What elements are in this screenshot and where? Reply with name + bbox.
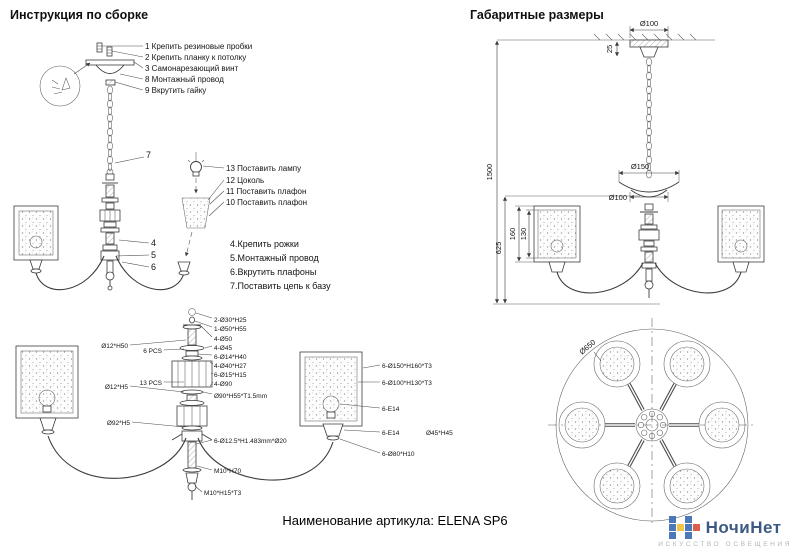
part-spec: Ø92*H5 — [107, 420, 131, 427]
part-spec: M10*H15*T3 — [204, 490, 242, 497]
part-spec: 1-Ø50*H55 — [214, 326, 247, 333]
part-spec: Ø12*H50 — [101, 343, 128, 350]
part-spec: 13 PCS — [140, 380, 163, 387]
part-spec: 6-Ø15*H15 — [214, 372, 247, 379]
shade-install-detail — [181, 152, 225, 257]
chain-ref-label: 7 — [146, 150, 151, 160]
brand-name: НочиНет — [705, 517, 782, 537]
part-spec: 6-Ø100*H130*T3 — [382, 380, 432, 387]
part-spec: Ø12*H5 — [105, 384, 129, 391]
dim-side-view — [493, 26, 765, 305]
step-label-11: 11 Поставить плафон — [226, 187, 306, 196]
step-label-13: 13 Поставить лампу — [226, 164, 301, 173]
part-spec: 6-Ø150*H160*T3 — [382, 363, 432, 370]
ref-label-4: 4 — [151, 238, 156, 248]
detail-magnifier-circle — [39, 62, 91, 107]
assembly-labels: 1 Крепить резиновые пробки 2 Крепить пла… — [145, 42, 331, 291]
step-label-8: 8 Монтажный провод — [145, 75, 224, 84]
dim-body-height: 625 — [494, 242, 503, 255]
chandelier-mid-view — [13, 168, 191, 291]
dim-shade-height: 160 — [508, 228, 517, 241]
dim-canopy-dia: Ø100 — [640, 19, 658, 28]
left-panel-title: Инструкция по сборке — [10, 8, 149, 22]
ceiling-mount-detail — [85, 42, 144, 91]
part-spec: 4-Ø50 — [214, 336, 232, 343]
article-caption: Наименование артикула: ELENA SP6 — [282, 513, 508, 528]
note-step-4: 4.Крепить рожки — [230, 239, 299, 249]
part-spec: M10*H70 — [214, 468, 241, 475]
note-step-7: 7.Поставить цепь к базу — [230, 281, 331, 291]
brand-logo — [668, 516, 700, 539]
note-step-5: 5.Монтажный провод — [230, 253, 319, 263]
part-spec: 4-Ø45 — [214, 345, 232, 352]
right-shade-exploded — [197, 351, 381, 481]
brand-tagline: ИСКУССТВО ОСВЕЩЕНИЯ — [658, 541, 792, 548]
part-spec: 6-Ø12.5*H1.483mm*Ø20 — [214, 438, 287, 445]
right-panel-title: Габаритные размеры — [470, 8, 604, 22]
step-label-10: 10 Поставить плафон — [226, 198, 307, 207]
step-label-9: 9 Вкрутить гайку — [145, 86, 206, 95]
dim-overall-height: 1500 — [485, 164, 494, 181]
part-spec: 4-Ø40*H27 — [214, 363, 247, 370]
part-spec: 6-E14 — [382, 406, 400, 413]
step-label-1: 1 Крепить резиновые пробки — [145, 42, 252, 51]
dim-bottom-view — [548, 318, 756, 524]
part-spec: 4-Ø90 — [214, 381, 232, 388]
chain-upper — [107, 85, 145, 172]
part-spec-labels: 2-Ø30*H25 1-Ø50*H55 4-Ø50 4-Ø45 6-Ø14*H4… — [101, 317, 453, 497]
part-spec: Ø45*H45 — [426, 430, 453, 437]
step-label-12: 12 Цоколь — [226, 176, 264, 185]
dim-canopy-offset: 25 — [605, 45, 614, 53]
ref-label-6: 6 — [151, 262, 156, 272]
part-spec: 6-Ø14*H40 — [214, 354, 247, 361]
left-shade-exploded — [15, 345, 187, 479]
part-spec: 6-Ø80*H10 — [382, 451, 415, 458]
step-label-3: 3 Самонарезающий винт — [145, 64, 239, 73]
note-step-6: 6.Вкрутить плафоны — [230, 267, 316, 277]
ref-label-5: 5 — [151, 250, 156, 260]
dim-top-dia: Ø150 — [631, 162, 649, 171]
dim-mid-dia: Ø100 — [609, 193, 627, 202]
part-spec: Ø90*H55*T1.5mm — [214, 393, 267, 400]
exploded-parts-view — [129, 308, 214, 500]
dim-shade-inner-height: 130 — [519, 228, 528, 241]
watermark: НочиНет ИСКУССТВО ОСВЕЩЕНИЯ — [658, 516, 792, 548]
step-label-2: 2 Крепить планку к потолку — [145, 53, 246, 62]
part-spec: 6 PCS — [143, 348, 162, 355]
part-spec: 6-E14 — [382, 430, 400, 437]
part-spec: 2-Ø30*H25 — [214, 317, 247, 324]
dimension-labels: Ø100 25 1500 Ø150 Ø100 160 130 625 Ø650 — [485, 19, 658, 356]
